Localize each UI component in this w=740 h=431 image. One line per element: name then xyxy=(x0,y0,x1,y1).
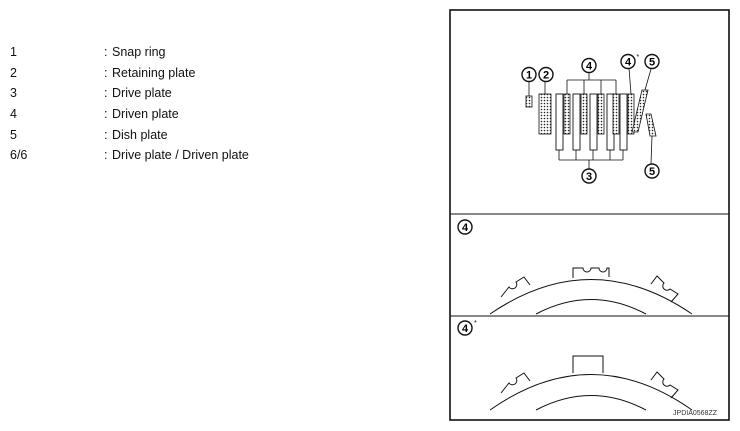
legend-number: 3 xyxy=(10,86,17,101)
asterisk-mark: * xyxy=(474,320,477,327)
retaining-plate xyxy=(538,93,552,135)
legend-number: 6/6 xyxy=(10,148,28,163)
driven-plate xyxy=(563,93,571,135)
legend-number: 1 xyxy=(10,45,17,59)
figure-id: JPDIA0568ZZ xyxy=(673,410,718,417)
callout-2: 2 xyxy=(538,66,554,83)
callout-5-bottom: 5 xyxy=(644,163,660,179)
legend-separator: : xyxy=(104,86,108,101)
drive-plate xyxy=(555,93,564,151)
dish-plate xyxy=(645,113,657,137)
drive-plate xyxy=(572,93,581,151)
callout-5-top: 5 xyxy=(644,53,660,70)
svg-text:4: 4 xyxy=(586,61,593,73)
svg-text:3: 3 xyxy=(586,171,592,183)
svg-text:4: 4 xyxy=(462,323,469,335)
legend-separator: : xyxy=(104,148,108,163)
legend-description: Driven plate xyxy=(112,107,179,122)
svg-text:2: 2 xyxy=(543,70,549,82)
svg-text:5: 5 xyxy=(649,57,655,69)
legend-number: 4 xyxy=(10,107,17,122)
legend-number: 5 xyxy=(10,127,17,142)
legend-description: Retaining plate xyxy=(112,65,196,80)
dish-plate xyxy=(631,89,649,133)
drive-plate xyxy=(619,93,628,151)
driven-plate-star-profile xyxy=(489,355,693,411)
legend-number: 2 xyxy=(10,65,17,80)
legend-description: Snap ring xyxy=(112,45,166,59)
plate-stack xyxy=(525,89,657,151)
legend-description: Drive plate / Driven plate xyxy=(112,148,249,163)
legend-description: Dish plate xyxy=(112,127,168,142)
callout-1: 1 xyxy=(521,66,537,83)
svg-text:4: 4 xyxy=(625,57,632,69)
snap-ring xyxy=(525,95,533,108)
callout-4-star: 4 * xyxy=(620,53,640,70)
callout-panel-3: 4 * xyxy=(457,320,477,336)
asterisk-mark: * xyxy=(637,54,640,61)
svg-text:5: 5 xyxy=(649,166,655,178)
svg-text:1: 1 xyxy=(526,70,532,82)
figure-frame xyxy=(449,9,730,421)
leader-lines xyxy=(528,67,653,169)
legend-separator: : xyxy=(104,127,108,142)
legend-separator: : xyxy=(104,45,108,59)
drive-plate xyxy=(589,93,598,151)
svg-text:4: 4 xyxy=(462,222,469,234)
legend-separator: : xyxy=(104,107,108,122)
driven-plate xyxy=(580,93,588,135)
callout-4: 4 xyxy=(581,57,597,74)
legend-separator: : xyxy=(104,65,108,80)
driven-plate xyxy=(612,93,620,135)
callout-3: 3 xyxy=(581,168,597,184)
callout-panel-2: 4 xyxy=(457,219,473,235)
driven-plate-profile xyxy=(489,267,693,315)
legend-description: Drive plate xyxy=(112,86,172,101)
driven-plate xyxy=(597,93,605,135)
